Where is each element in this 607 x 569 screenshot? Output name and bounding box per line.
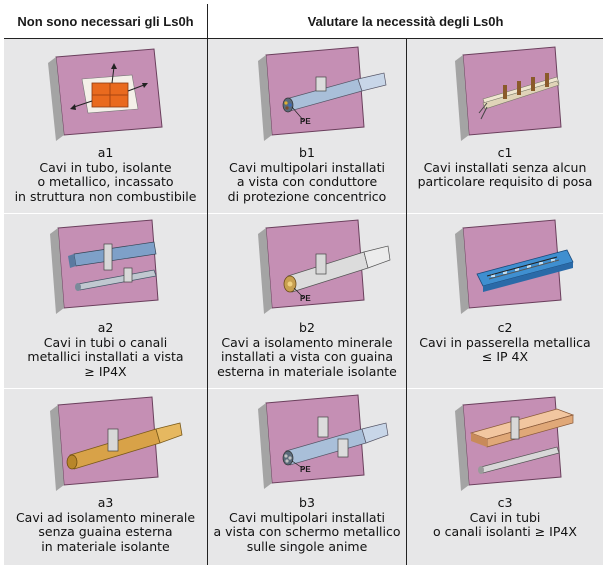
pe-label: PE bbox=[300, 294, 311, 303]
pe-label: PE bbox=[300, 117, 311, 126]
cell-code: a3 bbox=[97, 495, 114, 510]
caption-line: o canali isolanti ≥ IP4X bbox=[433, 524, 577, 539]
row-divider-2 bbox=[4, 388, 603, 389]
caption-line: in struttura non combustibile bbox=[14, 188, 197, 204]
caption-line: Cavi installati senza alcun bbox=[423, 159, 587, 175]
cell-code: c3 bbox=[497, 495, 513, 510]
cell-code: b2 bbox=[299, 320, 315, 335]
caption-line: metallici installati a vista bbox=[27, 349, 184, 364]
pe-label: PE bbox=[300, 465, 311, 474]
caption-line: in materiale isolante bbox=[41, 538, 170, 554]
cell-code: a1 bbox=[97, 145, 114, 160]
caption-line: Cavi multipolari installati bbox=[229, 509, 385, 525]
cell-c2: c2 Cavi in passerella metallica ≤ IP 4X bbox=[407, 214, 603, 388]
cell-b1: PE b1 Cavi multipolari installati a vist… bbox=[208, 39, 406, 213]
embedded-conduit-icon bbox=[48, 48, 163, 141]
caption-line: Cavi in tubo, isolante bbox=[39, 159, 172, 175]
column-divider-1 bbox=[207, 4, 208, 565]
caption-line: a vista con conduttore bbox=[236, 174, 378, 189]
cell-a3: a3 Cavi ad isolamento minerale senza gua… bbox=[4, 389, 207, 565]
caption-line: esterna in materiale isolante bbox=[217, 363, 397, 379]
caption-line: senza guaina esterna bbox=[38, 524, 173, 539]
cell-a2: a2 Cavi in tubi o canali metallici insta… bbox=[4, 214, 207, 388]
caption-line: Cavi ad isolamento minerale bbox=[15, 509, 196, 525]
cell-b2: PE b2 Cavi a isolamento minerale install… bbox=[208, 214, 406, 388]
multipolar-cable-pe-icon bbox=[258, 46, 387, 141]
cell-b3: PE b3 Cavi multipolari installati a vist… bbox=[208, 389, 406, 565]
caption-line: particolare requisito di posa bbox=[417, 174, 593, 189]
caption-line: Cavi in passerella metallica bbox=[419, 334, 591, 350]
caption-line: sulle singole anime bbox=[246, 538, 368, 554]
caption-line: ≤ IP 4X bbox=[481, 349, 529, 364]
cell-code: b3 bbox=[299, 495, 315, 510]
caption-line: o metallico, incassato bbox=[37, 174, 174, 189]
caption-line: di protezione concentrico bbox=[227, 188, 387, 204]
metal-tray-icon bbox=[455, 219, 574, 314]
free-laid-cables-icon bbox=[455, 46, 562, 141]
caption-line: Cavi multipolari installati bbox=[229, 159, 385, 175]
cell-code: b1 bbox=[299, 145, 315, 160]
column-divider-2 bbox=[406, 39, 407, 565]
caption-line: installati a vista con guaina bbox=[221, 349, 393, 364]
insulating-duct-icon bbox=[455, 396, 575, 491]
caption-line: ≥ IP4X bbox=[84, 363, 127, 379]
bare-mineral-cable-icon bbox=[50, 396, 183, 491]
header-evaluate-need: Valutare la necessità degli Ls0h bbox=[307, 13, 504, 29]
caption-line: Cavi in tubi o canali bbox=[43, 334, 168, 350]
caption-line: Cavi in tubi bbox=[469, 509, 541, 525]
caption-line: Cavi a isolamento minerale bbox=[221, 334, 393, 350]
mineral-cable-sheath-icon bbox=[258, 219, 391, 314]
cell-c1: c1 Cavi installati senza alcun particola… bbox=[407, 39, 603, 213]
cell-code: a2 bbox=[97, 320, 114, 335]
shielded-cable-pe-icon bbox=[258, 394, 389, 489]
metal-conduit-icon bbox=[50, 219, 159, 314]
ls0h-table: Non sono necessari gli Ls0h Valutare la … bbox=[4, 4, 603, 565]
cell-c3: c3 Cavi in tubi o canali isolanti ≥ IP4X bbox=[407, 389, 603, 565]
header-not-required: Non sono necessari gli Ls0h bbox=[17, 13, 194, 29]
header-divider bbox=[4, 38, 603, 39]
cell-code: c1 bbox=[497, 145, 513, 160]
caption-line: a vista con schermo metallico bbox=[213, 524, 401, 539]
cell-code: c2 bbox=[497, 320, 513, 335]
row-divider-1 bbox=[4, 213, 603, 214]
cell-a1: a1 Cavi in tubo, isolante o metallico, i… bbox=[4, 39, 207, 213]
